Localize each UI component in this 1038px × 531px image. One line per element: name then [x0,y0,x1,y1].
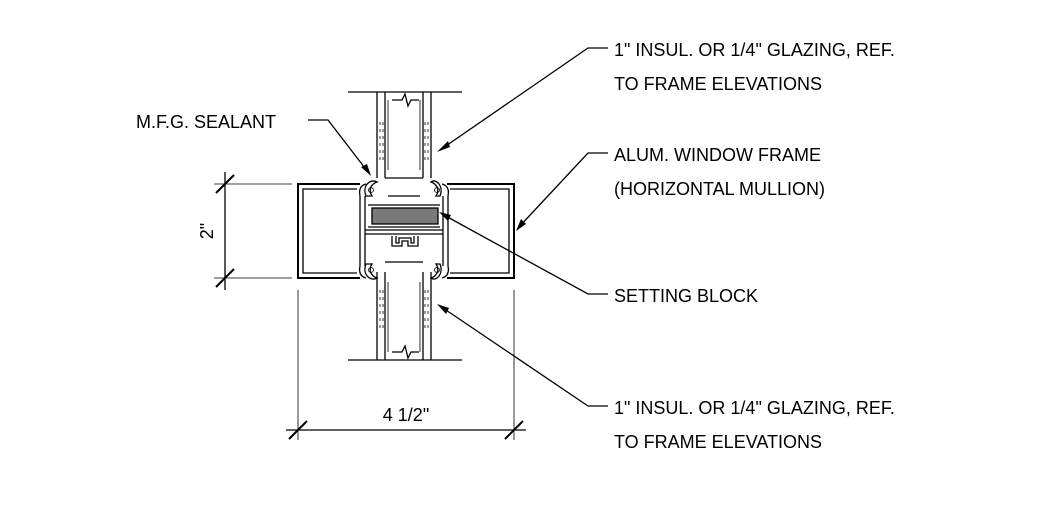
lower-glazing-unit [348,261,462,361]
leader-lines [308,47,608,407]
sealant-gaskets [364,180,442,280]
frame-label-line2: (HORIZONTAL MULLION) [614,179,825,199]
setting-block-rect [371,207,439,225]
dimension-height [214,172,292,290]
sealant-label: M.F.G. SEALANT [136,112,276,132]
thermal-break [391,236,419,247]
glazing-bottom-label-line1: 1" INSUL. OR 1/4" GLAZING, REF. [614,398,895,418]
upper-glazing-unit [348,91,462,197]
setting-block-label: SETTING BLOCK [614,286,758,306]
dimension-height-label: 2" [197,223,217,239]
glazing-top-label-line1: 1" INSUL. OR 1/4" GLAZING, REF. [614,40,895,60]
horizontal-mullion-frame [297,183,515,279]
dimension-width-label: 4 1/2" [383,405,429,425]
frame-label-line1: ALUM. WINDOW FRAME [614,145,821,165]
glazing-top-label-line2: TO FRAME ELEVATIONS [614,74,822,94]
glazing-bottom-label-line2: TO FRAME ELEVATIONS [614,432,822,452]
dimension-width [286,290,526,440]
